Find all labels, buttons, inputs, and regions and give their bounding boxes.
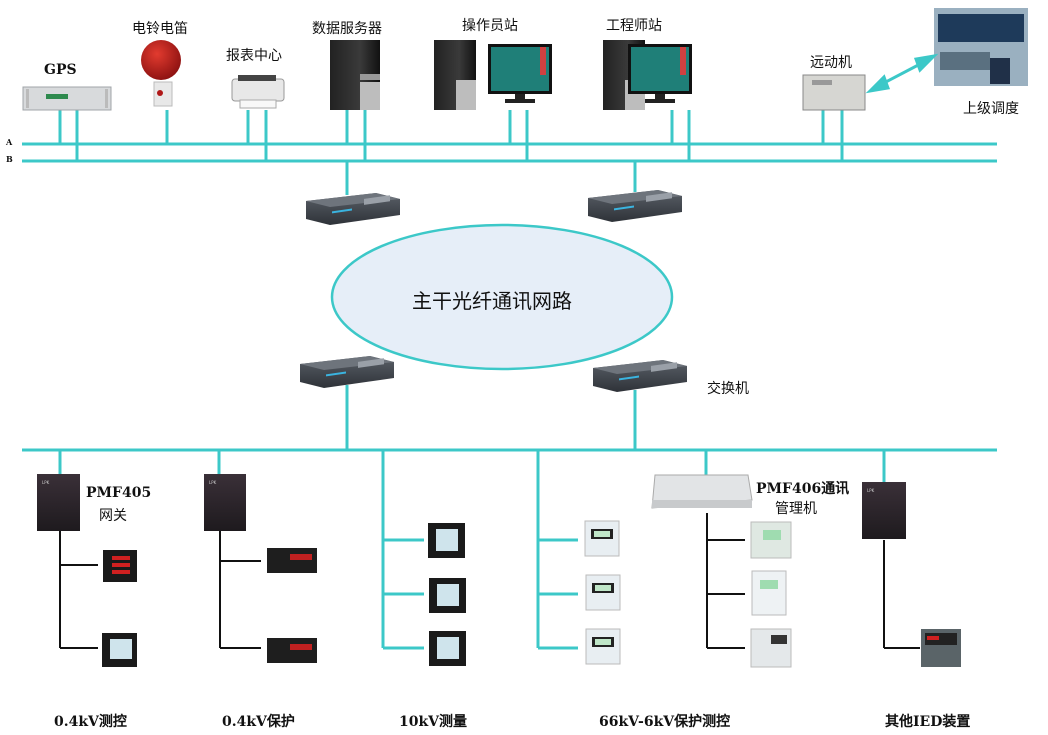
server-tower-icon [330, 40, 380, 110]
engineer-station-label: 工程师站 [606, 18, 662, 34]
protection-relay-icon [267, 638, 317, 663]
pmf406-sub-label: 管理机 [775, 501, 817, 517]
gps-label: GPS [44, 62, 77, 78]
pmf405-label: PMF405 [86, 485, 152, 501]
local-serial-links [59, 513, 920, 649]
rtu-label: 远动机 [810, 55, 852, 71]
protection-unit-icon [750, 628, 792, 668]
pmf405-gateway-icon: LPK [37, 474, 80, 531]
lcd-meter-icon [428, 523, 465, 558]
rtu-device-icon [802, 74, 866, 111]
lcd-meter-icon [102, 633, 137, 667]
ied-gateway-icon: LPK [862, 482, 906, 539]
protection-unit-icon [585, 574, 621, 611]
alarm-bell-icon [141, 40, 181, 107]
dispatch-control-room-icon [934, 8, 1028, 86]
protection-unit-icon [750, 521, 792, 559]
protection-unit-icon [585, 628, 621, 665]
bus-b-label: B [6, 154, 13, 164]
switch-bottom-left [300, 356, 394, 388]
group-title-other-ied: 其他IED装置 [885, 714, 971, 730]
data-server-label: 数据服务器 [312, 21, 382, 37]
backbone-network-cloud [330, 223, 674, 371]
dispatch-link-arrow [865, 53, 939, 94]
svg-text:LPK: LPK [42, 480, 50, 485]
svg-text:LPK: LPK [867, 488, 875, 493]
protection-relay-icon [267, 548, 317, 573]
bell-label: 电铃电笛 [132, 21, 188, 37]
engineer-station-icon [603, 40, 692, 110]
group-title-66kv-6kv: 66kV-6kV保护测控 [599, 714, 731, 730]
pmf406-label: PMF406通讯 [756, 481, 850, 497]
switch-bottom-right [593, 360, 687, 392]
switch-top-left [306, 193, 400, 225]
dispatch-label: 上级调度 [963, 101, 1019, 117]
digital-meter-icon [103, 550, 137, 582]
switch-label: 交换机 [707, 381, 749, 397]
pmf405-sub-label: 网关 [99, 508, 127, 524]
pmf406-manager-icon [651, 474, 753, 509]
printer-icon [231, 75, 285, 109]
group-title-10kv-measure: 10kV测量 [399, 714, 468, 730]
backbone-label: 主干光纤通讯网路 [412, 289, 572, 313]
gps-device-icon [22, 86, 112, 111]
ied-device-icon [921, 629, 961, 667]
group-title-04kv-protect: 0.4kV保护 [222, 714, 295, 730]
lcd-meter-icon [429, 578, 466, 613]
group-title-04kv-measure: 0.4kV测控 [54, 714, 127, 730]
operator-station-label: 操作员站 [462, 18, 518, 34]
top-drops [58, 110, 844, 450]
svg-text:LPK: LPK [209, 480, 217, 485]
bus-a-label: A [6, 137, 13, 147]
protection-unit-icon [751, 570, 787, 616]
protection-unit-icon [584, 520, 620, 557]
report-center-label: 报表中心 [226, 48, 282, 64]
switch-top-right [588, 190, 682, 222]
operator-station-icon [434, 40, 552, 110]
field-drops [58, 450, 886, 650]
lcd-meter-icon [429, 631, 466, 666]
protection-gateway-icon: LPK [204, 474, 246, 531]
